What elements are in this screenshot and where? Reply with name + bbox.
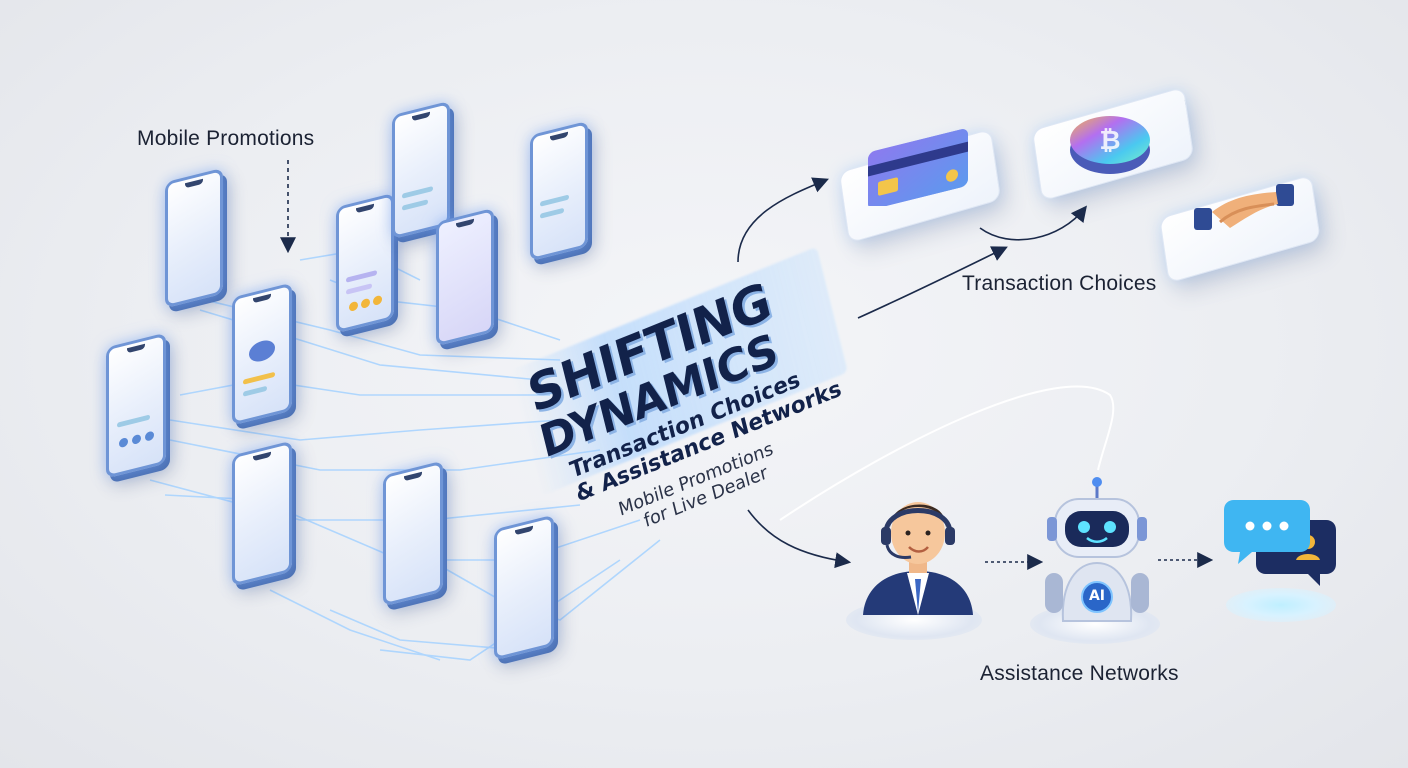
- support-agent-icon: [863, 502, 973, 615]
- phone-9: [383, 460, 443, 607]
- phone-2: [232, 282, 292, 426]
- transaction-choices-label: Transaction Choices: [962, 272, 1157, 295]
- assistance-networks-label: Assistance Networks: [980, 662, 1179, 685]
- credit-card-icon: [868, 129, 968, 206]
- chat-bubbles-icon: [1224, 500, 1336, 586]
- robot-ai-badge: AI: [1088, 588, 1106, 604]
- phone-3: [106, 332, 166, 479]
- arrow-to-transactions: [857, 246, 1008, 319]
- phone-5: [392, 100, 450, 240]
- phone-8: [232, 440, 292, 587]
- chat-pedestal: [1226, 588, 1336, 622]
- svg-text:₿: ₿: [1099, 126, 1120, 156]
- arrow-to-agent: [747, 509, 852, 569]
- phone-7: [530, 120, 588, 262]
- arrow-card-to-coin: [979, 205, 1087, 241]
- handshake-icon: [1194, 184, 1294, 230]
- loop-line: [779, 385, 1115, 521]
- phone-4: [336, 192, 394, 334]
- circuit-lines: [149, 249, 661, 661]
- bitcoin-coin-icon: ₿: [1070, 116, 1150, 174]
- arrow-to-card: [737, 177, 829, 263]
- phone-10: [494, 514, 554, 661]
- phone-1: [165, 167, 223, 309]
- ai-robot-icon: [1045, 477, 1149, 622]
- phone-6: [436, 207, 494, 347]
- mobile-promotions-label: Mobile Promotions: [137, 127, 315, 150]
- headset-support-icon: [249, 337, 275, 365]
